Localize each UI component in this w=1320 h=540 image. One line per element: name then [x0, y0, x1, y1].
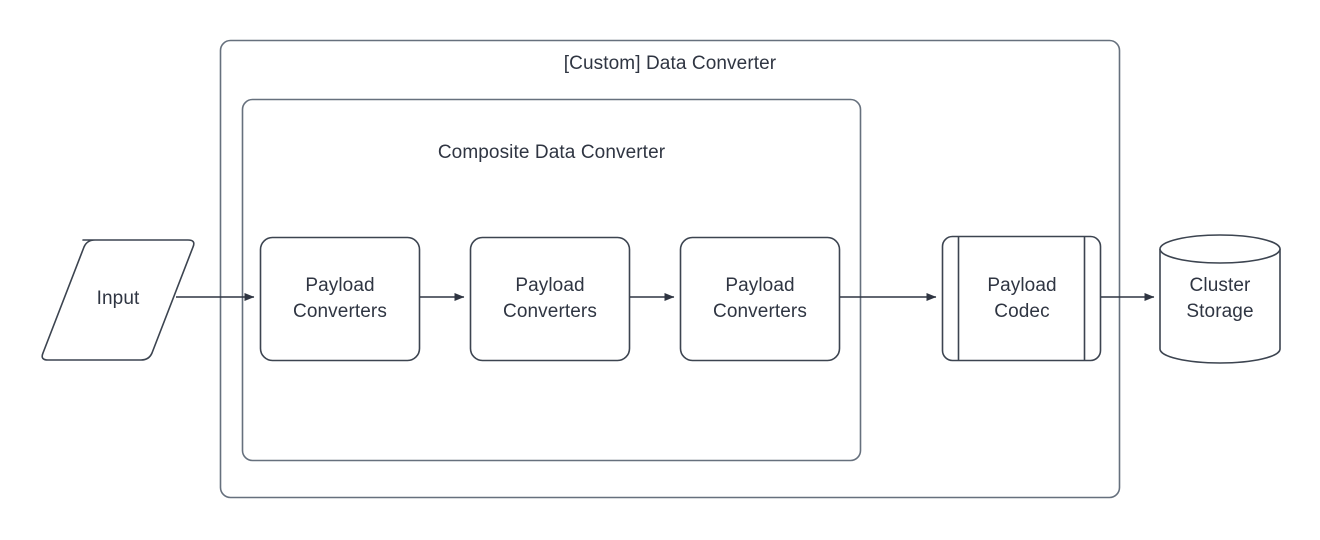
payload-converter-1-shape[interactable]: [259, 236, 421, 362]
payload-converter-1-label: Payload Converters: [293, 275, 387, 322]
payload-converter-2-shape[interactable]: [469, 236, 631, 362]
payload-converter-3-label: Payload Converters: [713, 275, 807, 322]
outer-container-title: [Custom] Data Converter: [563, 53, 777, 74]
input-node-label: Input: [96, 288, 140, 309]
payload-converter-3-shape[interactable]: [679, 236, 841, 362]
cluster-storage-shape[interactable]: [1159, 234, 1281, 364]
payload-codec-shape[interactable]: [941, 235, 1102, 362]
cluster-storage-label: Cluster Storage: [1186, 275, 1254, 322]
input-node-shape[interactable]: [41, 239, 195, 361]
inner-container-title: Composite Data Converter: [437, 142, 666, 163]
payload-codec-label: Payload Codec: [987, 275, 1057, 322]
payload-converter-2-label: Payload Converters: [503, 275, 597, 322]
